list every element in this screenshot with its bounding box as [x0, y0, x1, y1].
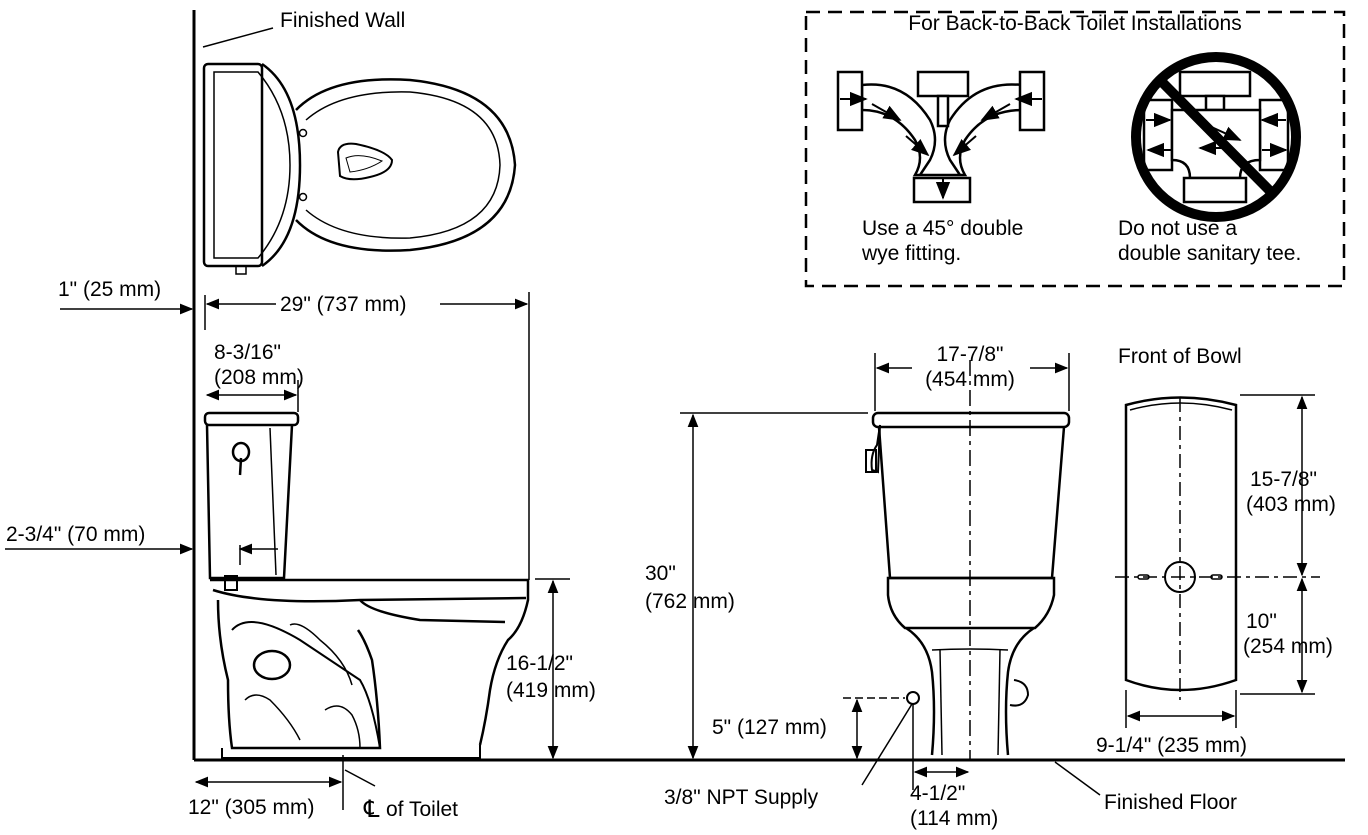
- dim-5in-lines: [843, 691, 970, 790]
- back-to-back-box: [804, 10, 1346, 288]
- dim-16-1-2-label-2: (419 mm): [506, 679, 596, 702]
- dim-16-1-2-label-1: 16-1/2": [506, 652, 573, 675]
- front-of-bowl-drawing: [1115, 396, 1320, 700]
- back-to-back-title: For Back-to-Back Toilet Installations: [908, 12, 1242, 35]
- dim-8-3-16-label-2: (208 mm): [214, 366, 304, 389]
- dim-8-3-16-label-1: 8-3/16": [214, 341, 281, 364]
- dim-bowl-lines: [1125, 394, 1315, 728]
- dim-1in-label: 1" (25 mm): [58, 278, 162, 301]
- front-of-bowl-label: Front of Bowl: [1118, 345, 1242, 368]
- dim-15-7-8-label-1: 15-7/8": [1250, 468, 1317, 491]
- tee-caption-line-2: double sanitary tee.: [1118, 242, 1302, 265]
- dim-9-1-4-label: 9-1/4" (235 mm): [1096, 734, 1247, 757]
- dim-12in-label: 12" (305 mm): [188, 796, 315, 819]
- centerline-of-toilet-label: of Toilet: [386, 798, 458, 821]
- dim-4-1-2-label-1: 4-1/2": [910, 782, 966, 805]
- finished-wall-label: Finished Wall: [280, 9, 406, 32]
- dim-15-7-8-label-2: (403 mm): [1246, 493, 1336, 516]
- dim-30in-label-1: 30": [645, 562, 676, 585]
- wye-arrows: [840, 91, 1042, 200]
- toilet-front-view: [865, 360, 1071, 760]
- dim-29in-label: 29" (737 mm): [280, 293, 407, 316]
- tee-caption-line-1: Do not use a: [1118, 217, 1238, 240]
- dim-16-1-2-lines: [535, 578, 570, 760]
- dim-10in-label-1: 10": [1246, 610, 1277, 633]
- prohibited-circle-icon: [1131, 52, 1301, 222]
- toilet-side-view: [203, 411, 530, 759]
- dim-17-7-8-lines: [874, 353, 1070, 411]
- dim-17-7-8-label-2: (454 mm): [925, 368, 1015, 391]
- dim-12in-lines: [194, 755, 376, 810]
- dim-2-3-4-label: 2-3/4" (70 mm): [6, 523, 146, 546]
- dim-10in-label-2: (254 mm): [1243, 635, 1333, 658]
- dim-8-3-16-lines: [205, 380, 299, 412]
- wye-caption-line-2: wye fitting.: [862, 242, 962, 265]
- dim-30in-lines: [680, 412, 868, 760]
- finished-wall-line: [192, 10, 274, 760]
- dim-5in-label: 5" (127 mm): [712, 716, 827, 739]
- dim-17-7-8-label-1: 17-7/8": [936, 343, 1004, 366]
- finished-floor-label: Finished Floor: [1104, 791, 1238, 814]
- dim-30in-label-2: (762 mm): [645, 590, 735, 613]
- dim-4-1-2-label-2: (114 mm): [910, 807, 999, 830]
- double-wye-fitting-icon: [836, 70, 1046, 204]
- dim-29in-lines: [204, 292, 530, 580]
- npt-supply-label: 3/8" NPT Supply: [664, 786, 819, 809]
- toilet-top-view: [202, 62, 517, 275]
- wye-caption-line-1: Use a 45° double: [862, 217, 1024, 240]
- centerline-symbol: ℄: [364, 796, 380, 823]
- finished-floor-line: [194, 758, 1345, 796]
